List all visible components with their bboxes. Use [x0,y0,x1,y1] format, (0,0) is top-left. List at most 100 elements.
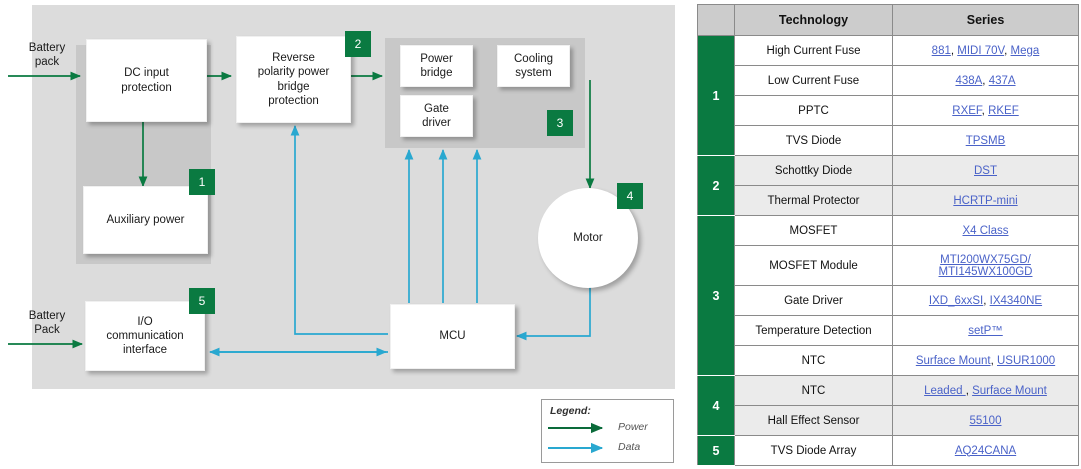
series-link[interactable]: RKEF [988,104,1019,117]
block-mcu[interactable]: MCU [390,304,515,369]
series-link[interactable]: IXD_6xxSI [928,294,984,307]
table-row: Temperature Detection setP™ [698,315,1079,346]
series-link[interactable]: 55100 [969,414,1002,427]
technology-cell: Low Current Fuse [734,65,893,96]
series-cell: TPSMB [892,125,1079,156]
series-link[interactable]: HCRTP-mini [953,194,1018,207]
badge-3: 3 [547,110,573,136]
technology-cell: TVS Diode Array [734,435,893,466]
series-separator: , [982,74,989,87]
technology-cell: High Current Fuse [734,35,893,66]
table-row: TVS Diode TPSMB [698,125,1079,156]
technology-cell: MOSFET [734,215,893,246]
series-cell: IXD_6xxSI, IX4340NE [892,285,1079,316]
series-cell: MTI200WX75GD/MTI145WX100GD [892,245,1079,286]
series-link[interactable]: DST [974,164,997,177]
series-cell: DST [892,155,1079,186]
technology-cell: Gate Driver [734,285,893,316]
series-link[interactable]: Mega [1010,44,1040,57]
series-link[interactable]: 438A [955,74,983,87]
connection-wires [8,71,595,357]
badge-2: 2 [345,31,371,57]
table-header-row: Technology Series [697,4,1079,36]
table-row: Thermal Protector HCRTP-mini [698,185,1079,216]
series-separator: , [1004,44,1011,57]
header-series: Series [892,4,1079,36]
badge-1: 1 [189,169,215,195]
badge-5: 5 [189,288,215,314]
legend-label-power: Power [618,421,648,433]
series-separator: , [983,294,990,307]
series-link[interactable]: AQ24CANA [954,444,1017,457]
group-number-cell: 3 [697,215,735,376]
series-link[interactable]: setP™ [968,324,1003,337]
series-separator: , [965,384,973,397]
series-cell: 881, MIDI 70V, Mega [892,35,1079,66]
technology-cell: Thermal Protector [734,185,893,216]
technology-cell: TVS Diode [734,125,893,156]
technology-cell: NTC [734,375,893,406]
series-cell: RXEF, RKEF [892,95,1079,126]
group-number-cell: 2 [697,155,735,216]
legend-title: Legend: [550,405,591,417]
series-link[interactable]: Leaded [924,384,966,397]
series-link[interactable]: Surface Mount [915,354,991,367]
technology-cell: Temperature Detection [734,315,893,346]
header-technology: Technology [734,4,893,36]
technology-cell: Schottky Diode [734,155,893,186]
header-group [697,4,735,36]
technology-cell: Hall Effect Sensor [734,405,893,436]
series-link[interactable]: 881 [931,44,951,57]
series-separator: , [990,354,997,367]
series-link[interactable]: IX4340NE [989,294,1043,307]
series-link[interactable]: MTI200WX75GD/ [940,253,1031,266]
series-cell: X4 Class [892,215,1079,246]
series-cell: Leaded , Surface Mount [892,375,1079,406]
series-cell: Surface Mount, USUR1000 [892,345,1079,376]
series-cell: 438A, 437A [892,65,1079,96]
series-cell: 55100 [892,405,1079,436]
series-link[interactable]: X4 Class [962,224,1009,237]
series-link[interactable]: TPSMB [965,134,1006,147]
series-link[interactable]: USUR1000 [997,354,1056,367]
series-cell: HCRTP-mini [892,185,1079,216]
group-number-cell: 4 [697,375,735,436]
technology-cell: MOSFET Module [734,245,893,286]
series-link[interactable]: MIDI 70V [957,44,1005,57]
group-number-cell: 5 [697,435,735,466]
technology-cell: NTC [734,345,893,376]
series-link[interactable]: 437A [988,74,1016,87]
series-cell: setP™ [892,315,1079,346]
series-cell: AQ24CANA [892,435,1079,466]
table-row: Hall Effect Sensor 55100 [698,405,1079,436]
series-link[interactable]: Surface Mount [972,384,1047,397]
series-separator: , [950,44,958,57]
series-link[interactable]: RXEF [952,104,982,117]
block-auxiliary-power[interactable]: Auxiliary power [83,186,208,254]
series-link[interactable]: MTI145WX100GD [938,265,1033,278]
legend-arrows [548,422,604,454]
badge-4: 4 [617,183,643,209]
